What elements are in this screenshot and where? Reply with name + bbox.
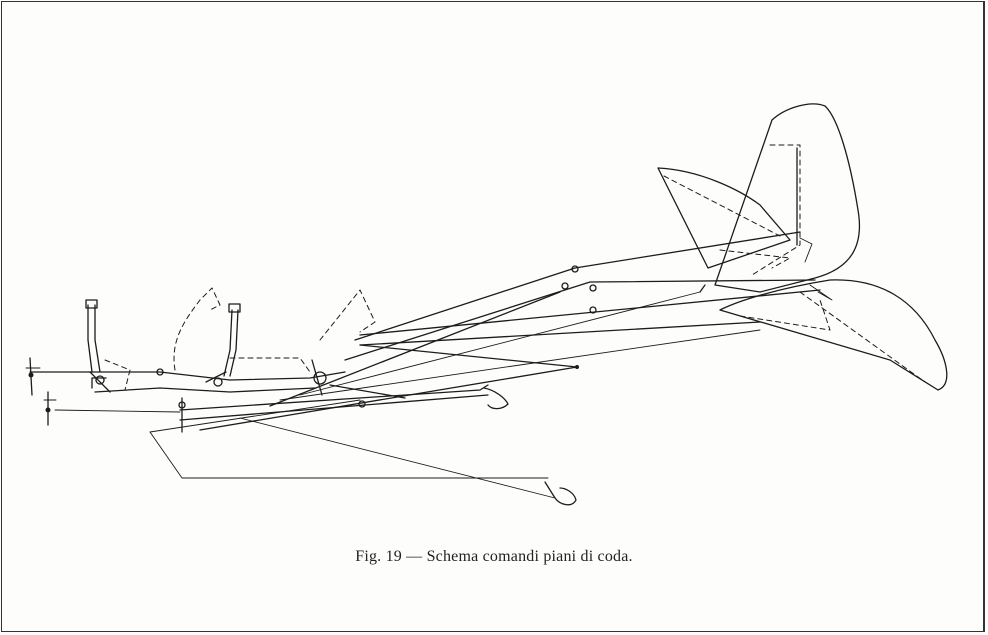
figure-caption: Fig. 19 — Schema comandi piani di coda. xyxy=(355,548,633,565)
rear-control-stick xyxy=(205,303,241,387)
right-stabilizer xyxy=(719,279,948,391)
front-control-stick xyxy=(85,299,111,393)
control-cables xyxy=(54,291,761,499)
vertical-fin xyxy=(714,103,861,293)
left-stabilizer xyxy=(657,167,791,269)
cockpit-rails xyxy=(29,357,346,393)
bellcranks xyxy=(156,265,706,433)
tailskid-fitting xyxy=(483,387,577,506)
fuselage-frame xyxy=(179,231,821,431)
rudder-pedals xyxy=(25,357,57,426)
seat-outlines xyxy=(173,287,376,371)
